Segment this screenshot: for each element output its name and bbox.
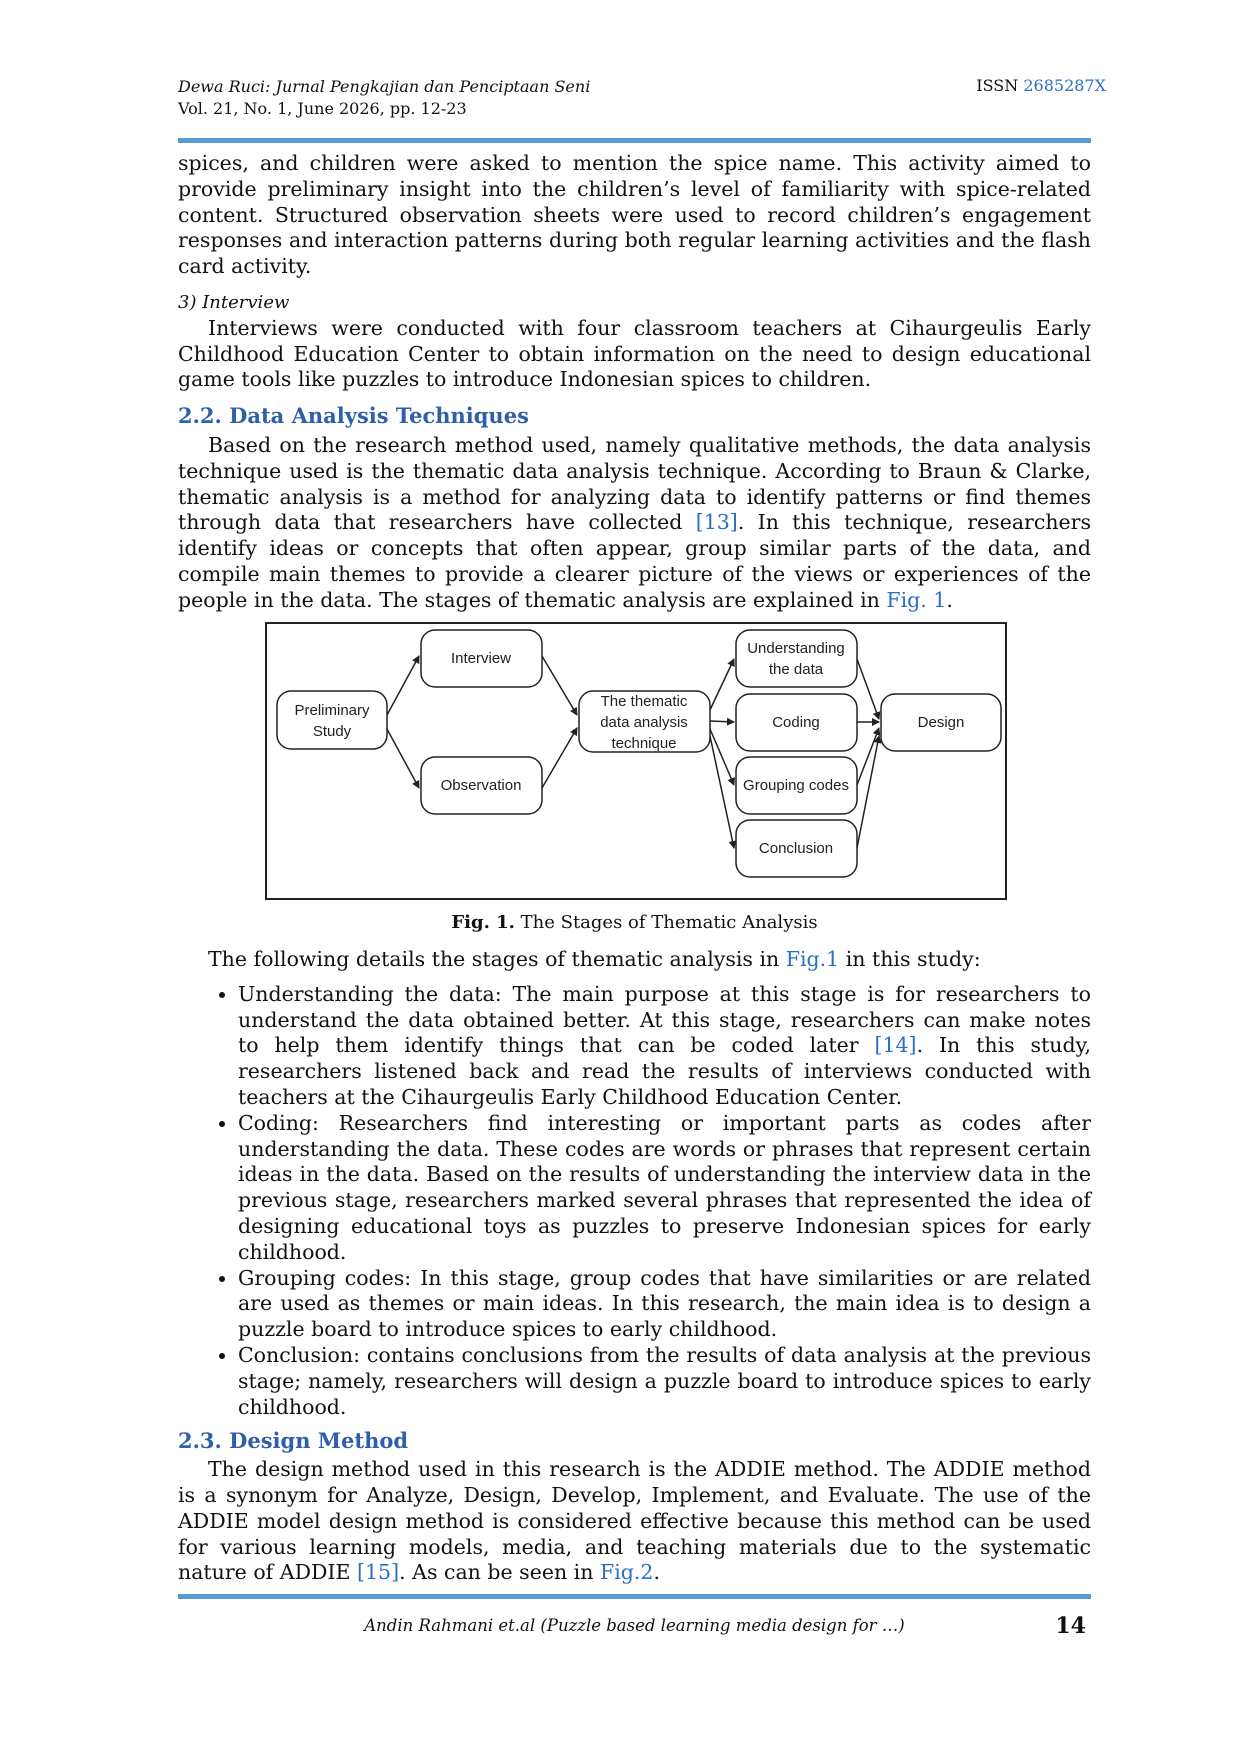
text-run: The design method used in this research … bbox=[178, 1457, 1091, 1585]
issn-label: ISSN bbox=[976, 76, 1024, 95]
body-top: spices, and children were asked to menti… bbox=[178, 151, 1091, 614]
citation-link[interactable]: [15] bbox=[357, 1560, 400, 1585]
header-rule bbox=[178, 138, 1091, 143]
journal-name: Dewa Ruci: Jurnal Pengkajian dan Pencipt… bbox=[178, 77, 591, 96]
body-bottom: The following details the stages of them… bbox=[178, 947, 1091, 1586]
citation-link[interactable]: [13] bbox=[695, 510, 738, 535]
text-run: . bbox=[653, 1560, 660, 1585]
subheading-interview: 3) Interview bbox=[178, 291, 290, 313]
running-header: Dewa Ruci: Jurnal Pengkajian dan Pencipt… bbox=[178, 76, 590, 120]
node-thematic-technique bbox=[578, 690, 711, 753]
label-coding: Coding bbox=[772, 714, 820, 731]
issn: ISSN 2685287X bbox=[976, 76, 1106, 95]
node-understanding bbox=[735, 629, 858, 688]
paragraph: The following details the stages of them… bbox=[178, 947, 1091, 973]
node-conclusion bbox=[735, 819, 858, 878]
figure-link[interactable]: Fig.2 bbox=[599, 1560, 654, 1585]
figure-link[interactable]: Fig.1 bbox=[785, 947, 840, 971]
paragraph: Interviews were conducted with four clas… bbox=[178, 315, 1091, 392]
label-understanding-2: the data bbox=[769, 661, 824, 678]
figure-thematic-analysis: Preliminary Study Interview Observation … bbox=[265, 622, 1007, 900]
label-thematic-2: data analysis bbox=[600, 714, 688, 731]
paragraph: The design method used in this research … bbox=[178, 1457, 1091, 1586]
label-understanding-1: Understanding bbox=[747, 640, 845, 657]
flow-diagram: Preliminary Study Interview Observation … bbox=[276, 629, 1002, 878]
text-run: Based on the research method used, namel… bbox=[178, 432, 1091, 535]
volume-info: Vol. 21, No. 1, June 2026, pp. 12-23 bbox=[178, 99, 467, 118]
footer-rule bbox=[178, 1594, 1091, 1599]
label-interview: Interview bbox=[451, 650, 511, 667]
list-item: Conclusion: contains conclusions from th… bbox=[238, 1343, 1091, 1420]
label-preliminary-1: Preliminary bbox=[294, 702, 370, 719]
list-item: Grouping codes: In this stage, group cod… bbox=[238, 1266, 1091, 1343]
page-number: 14 bbox=[1055, 1613, 1086, 1639]
node-preliminary-study bbox=[276, 690, 388, 750]
section-heading: 2.2. Data Analysis Techniques bbox=[178, 403, 529, 429]
label-thematic-3: technique bbox=[611, 735, 676, 752]
label-preliminary-2: Study bbox=[313, 723, 352, 740]
citation-link[interactable]: [14] bbox=[874, 1033, 917, 1058]
node-coding bbox=[735, 693, 858, 752]
text-run: . bbox=[946, 587, 953, 612]
list-item: Coding: Researchers find interesting or … bbox=[238, 1111, 1091, 1266]
node-interview bbox=[420, 629, 543, 688]
text-run: . As can be seen in bbox=[399, 1560, 600, 1585]
section-heading: 2.3. Design Method bbox=[178, 1428, 409, 1454]
stage-list: Understanding the data: The main purpose… bbox=[178, 982, 1091, 1421]
text-run: . In this technique, researchers identif… bbox=[178, 510, 1091, 612]
node-observation bbox=[420, 756, 543, 815]
label-grouping: Grouping codes bbox=[743, 777, 849, 794]
label-observation: Observation bbox=[441, 777, 522, 794]
issn-link[interactable]: 2685287X bbox=[1023, 76, 1106, 95]
label-design: Design bbox=[918, 714, 965, 731]
paragraph: Based on the research method used, namel… bbox=[178, 433, 1091, 614]
text-run: . In this study, researchers listened ba… bbox=[238, 1033, 1092, 1109]
label-conclusion: Conclusion bbox=[759, 840, 833, 857]
node-design bbox=[880, 693, 1002, 752]
label-thematic-1: The thematic bbox=[601, 693, 688, 710]
text-run: The following details the stages of them… bbox=[208, 947, 786, 971]
text-run: in this study: bbox=[839, 947, 981, 971]
text-run: Understanding the data: The main purpose… bbox=[238, 981, 1091, 1058]
figure-caption: Fig. 1. The Stages of Thematic Analysis bbox=[178, 912, 1091, 933]
paragraph: spices, and children were asked to menti… bbox=[178, 151, 1091, 279]
figure-link[interactable]: Fig. 1 bbox=[886, 587, 947, 612]
node-grouping-codes bbox=[735, 756, 858, 815]
footer-text: Andin Rahmani et.al (Puzzle based learni… bbox=[364, 1616, 905, 1635]
list-item: Understanding the data: The main purpose… bbox=[238, 982, 1091, 1111]
caption-text: The Stages of Thematic Analysis bbox=[514, 912, 818, 933]
caption-label: Fig. 1. bbox=[451, 912, 515, 933]
